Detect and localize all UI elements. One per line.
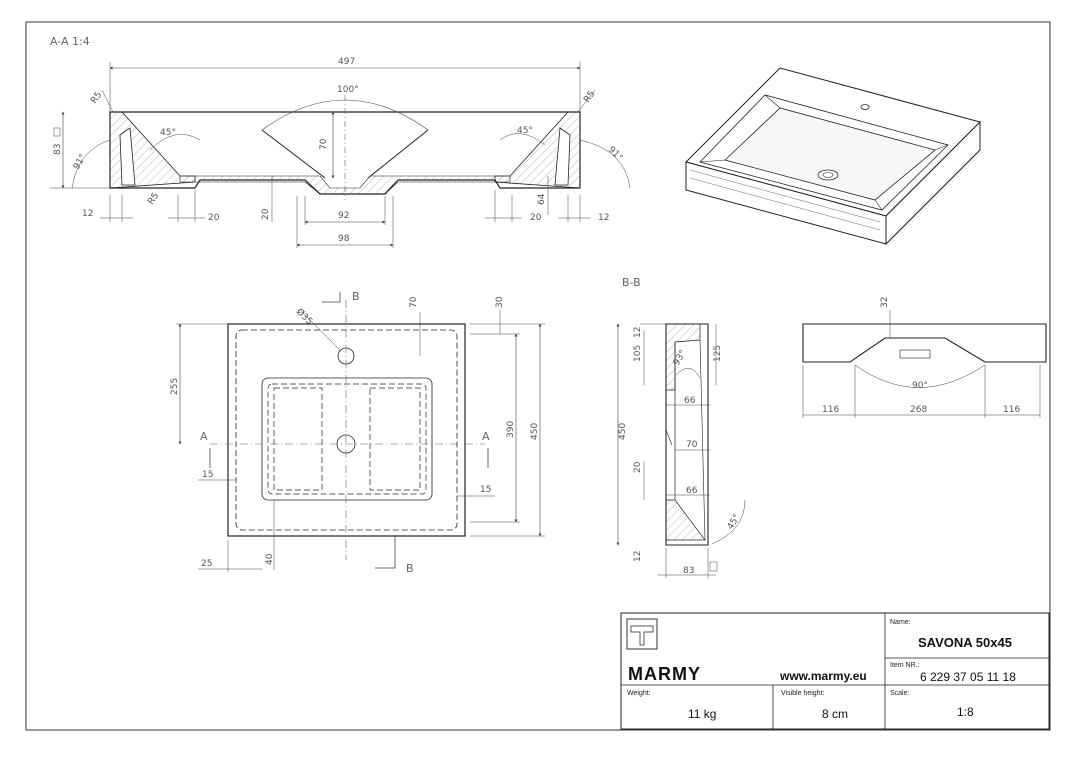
weight-label: Weight: [627, 690, 651, 697]
dim-497: 497 [338, 57, 355, 67]
dim-25: 25 [201, 559, 212, 569]
section-bb-title: B-B [622, 276, 641, 289]
dim-100deg: 100° [337, 85, 359, 95]
dim-12-right: 12 [598, 213, 609, 223]
dim-front-268: 268 [910, 405, 927, 415]
dim-32: 32 [880, 297, 890, 308]
isometric-view [685, 67, 981, 246]
dim-92: 92 [338, 211, 349, 221]
dim-bb-20: 20 [633, 461, 643, 473]
dim-r5-left: R5 [89, 90, 104, 106]
dim-255: 255 [170, 378, 180, 395]
dim-bb-66b: 66 [686, 486, 698, 496]
dim-bb-70: 70 [686, 440, 698, 450]
dim-125: 125 [713, 345, 723, 362]
dim-bb-12-top: 12 [633, 327, 643, 338]
dim-20-bottom: 20 [261, 208, 271, 220]
dim-20-left: 20 [208, 213, 220, 223]
dim-91-right: 91° [606, 145, 624, 163]
section-a-left: A [200, 430, 208, 443]
visible-height-label: Visible height: [781, 690, 825, 697]
title-block: MARMY www.marmy.eu Name: SAVONA 50x45 It… [620, 612, 1050, 730]
dim-bb-83: 83 [683, 566, 694, 576]
website-url: www.marmy.eu [779, 669, 867, 683]
dim-91-left: 91° [72, 153, 89, 172]
section-bb-view: B-B 12 105 93° 125 66 450 70 20 66 45° 1… [616, 276, 746, 578]
item-label: Item NR.: [890, 662, 920, 669]
plan-view: B B A A Ø35 70 30 450 390 255 15 15 25 4… [170, 290, 545, 575]
dim-front-116-left: 116 [822, 405, 839, 415]
scale-value: 1:8 [957, 705, 974, 719]
dim-r5-bottom: R5 [146, 191, 161, 207]
section-aa-view: A-A 1:4 497 100° 70 83 R5 R5 R5 [50, 35, 631, 248]
logo-text: MARMY [628, 664, 701, 684]
dim-front-90: 90° [912, 381, 928, 391]
dim-12-left: 12 [82, 209, 93, 219]
section-a-right: A [482, 430, 490, 443]
dim-70: 70 [319, 138, 329, 150]
dim-105: 105 [633, 345, 643, 362]
name-label: Name: [890, 619, 911, 626]
visible-height-value: 8 cm [822, 707, 848, 721]
dim-45-left: 45° [160, 128, 176, 138]
dim-bb-12-bottom: 12 [633, 551, 643, 562]
dim-390: 390 [506, 421, 516, 438]
dim-15-right: 15 [480, 485, 491, 495]
section-aa-title: A-A 1:4 [50, 35, 90, 48]
front-view: 32 90° 116 268 116 [802, 297, 1047, 418]
dim-40: 40 [265, 553, 275, 565]
dim-98: 98 [338, 234, 350, 244]
dim-30: 30 [495, 296, 505, 308]
dim-64: 64 [537, 193, 547, 205]
dim-bb-45: 45° [726, 513, 743, 532]
dim-20-right: 20 [530, 213, 542, 223]
marmy-logo-icon [626, 618, 658, 650]
sheet-border [25, 21, 1051, 731]
item-value: 6 229 37 05 11 18 [920, 670, 1016, 684]
dim-bb-66a: 66 [684, 396, 696, 406]
dim-450: 450 [530, 423, 540, 440]
dim-15-left: 15 [202, 470, 213, 480]
weight-value: 11 kg [688, 707, 716, 721]
dim-83: 83 [53, 144, 63, 155]
dim-bb-450: 450 [618, 423, 628, 440]
dim-45-right: 45° [517, 126, 533, 136]
scale-label: Scale: [890, 690, 910, 697]
dim-plan-70: 70 [409, 296, 419, 308]
dim-front-116-right: 116 [1003, 405, 1020, 415]
name-value: SAVONA 50x45 [918, 635, 1012, 650]
section-b-top: B [352, 290, 360, 303]
section-b-bottom: B [406, 562, 414, 575]
